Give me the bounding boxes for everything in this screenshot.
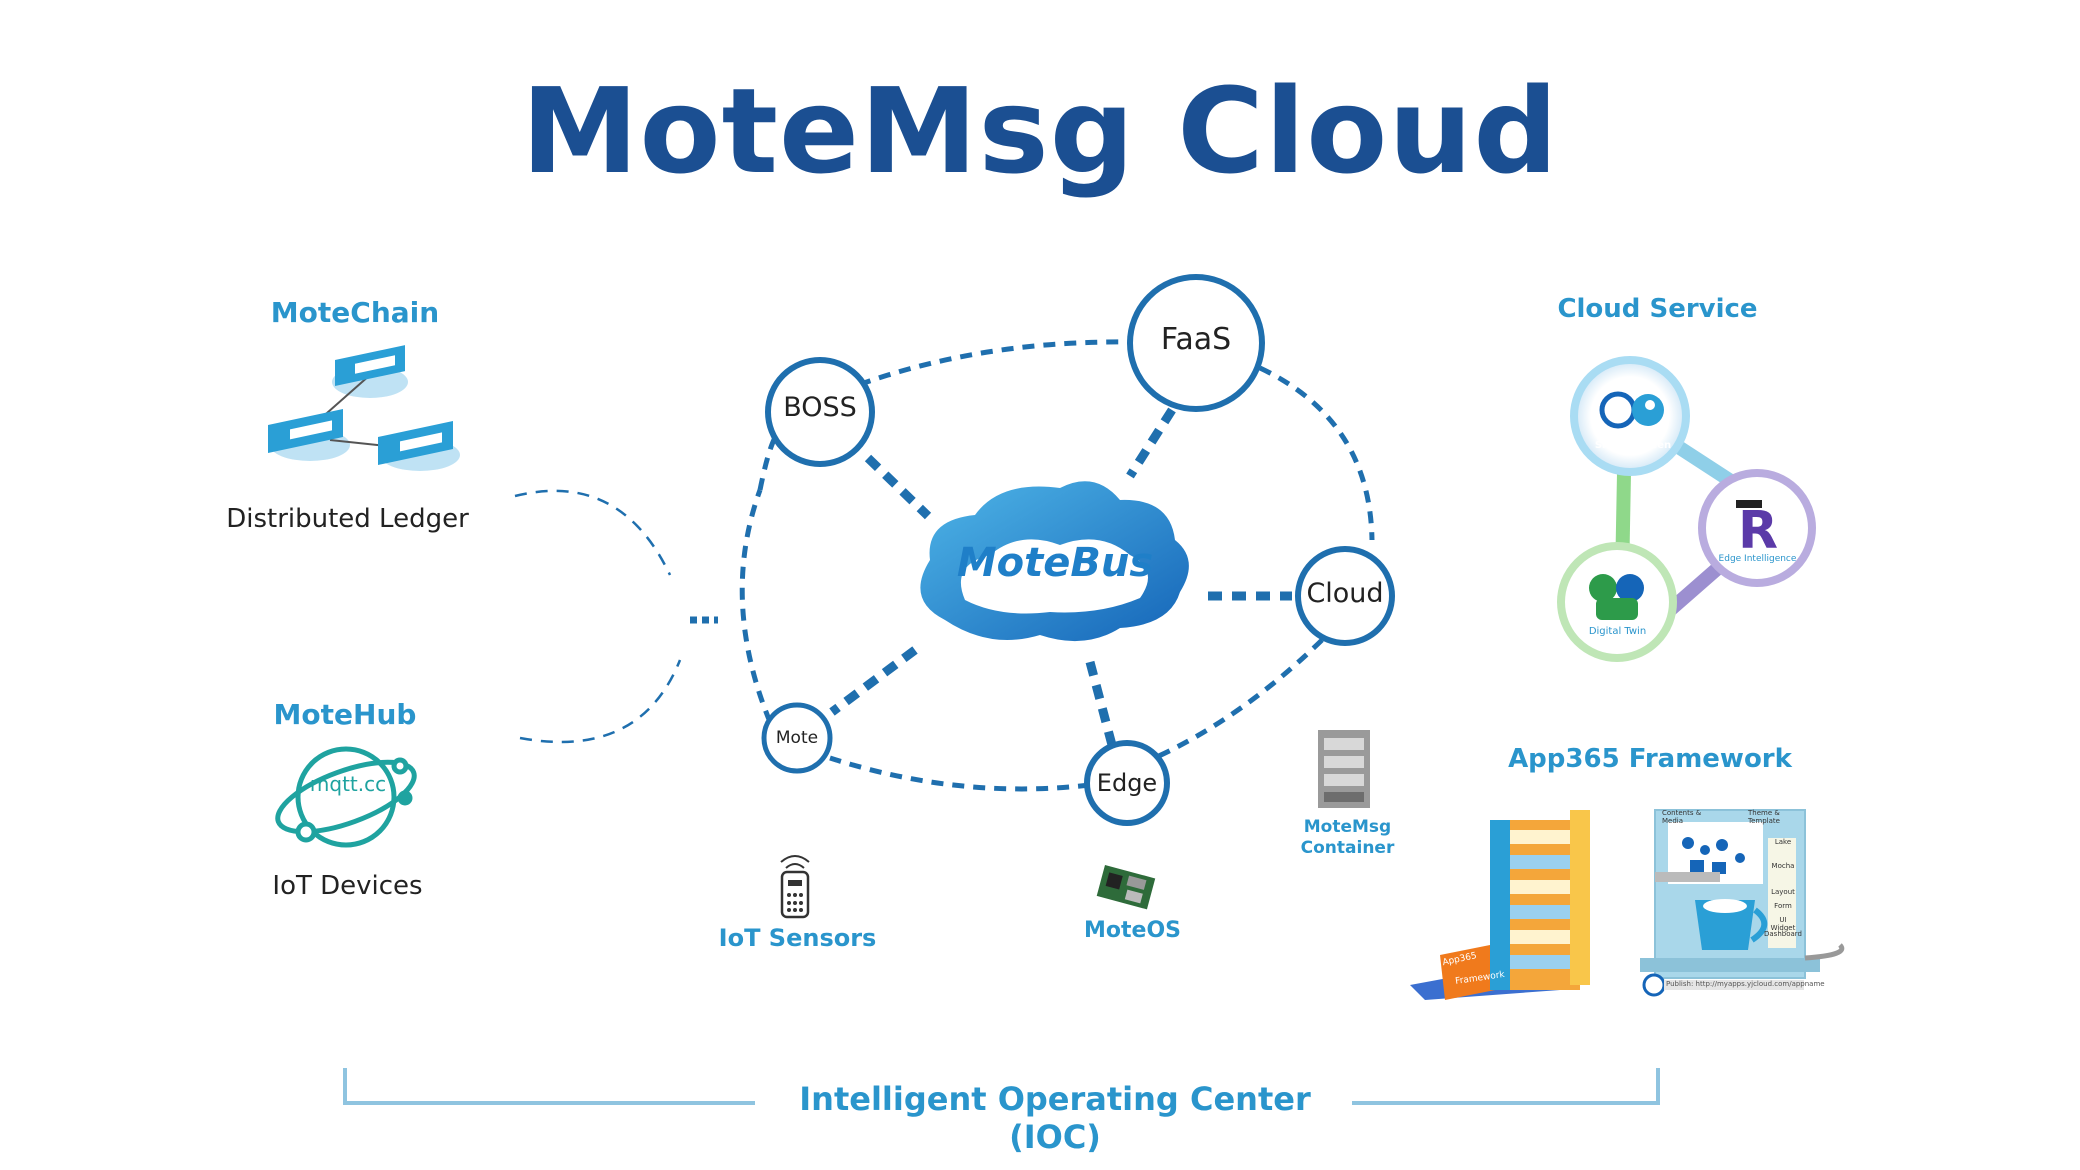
motehub-caption: IoT Devices — [272, 871, 423, 901]
page-title: MoteMsg Cloud — [521, 62, 1559, 200]
publish-text: Publish: http://myapps.yjcloud.com/appna… — [1666, 980, 1825, 988]
bus-ring — [739, 339, 1375, 792]
remote-icon — [780, 855, 810, 919]
app365-title: App365 Framework — [1508, 744, 1792, 774]
node-faas — [1127, 274, 1265, 412]
container-label: MoteMsg Container — [1285, 817, 1410, 859]
server-icon — [1318, 730, 1370, 808]
spokes — [829, 407, 1292, 747]
motechain-caption: Distributed Ledger — [226, 504, 469, 534]
machine-label-layout: Layout — [1771, 888, 1795, 896]
board-icon — [1096, 865, 1156, 910]
container-label-line2: Container — [1300, 838, 1395, 858]
node-cloud-label[interactable]: Cloud — [1306, 578, 1384, 609]
machine-label-dashboard: Dashboard — [1764, 930, 1802, 938]
motebus-cloud — [920, 481, 1189, 642]
machine-label-widget: UI Widget — [1770, 916, 1796, 932]
node-mote — [761, 702, 833, 774]
ioc-bracket — [343, 1068, 1660, 1105]
node-faas-label[interactable]: FaaS — [1160, 322, 1232, 357]
iot-sensors-label: IoT Sensors — [718, 924, 877, 952]
cloud-service-title: Cloud Service — [1557, 294, 1758, 324]
motebus-label: MoteBus — [956, 540, 1154, 586]
svg-text:R: R — [1738, 501, 1778, 561]
machine-label-mocha: Mocha — [1771, 862, 1795, 870]
machine-label-form: Form — [1774, 902, 1792, 910]
motechain-title: MoteChain — [270, 296, 440, 329]
node-mote-label[interactable]: Mote — [775, 728, 819, 748]
app365-tower-illustration — [1410, 810, 1590, 1000]
container-label-line1: MoteMsg — [1303, 817, 1392, 837]
digital-twin-label: Digital Twin — [1588, 626, 1647, 637]
node-edge-label[interactable]: Edge — [1096, 769, 1158, 797]
ioc-label: Intelligent Operating Center (IOC) — [799, 1080, 1311, 1156]
mqtt-logo-text: mqtt.cc — [309, 772, 387, 796]
machine-label-contents: Contents & Media — [1662, 809, 1702, 825]
node-boss — [765, 357, 875, 467]
smart-screen-label: Smart Screen — [1594, 440, 1672, 451]
machine-label-lake: Lake — [1774, 838, 1792, 846]
motehub-title: MoteHub — [273, 698, 417, 731]
cloud-service-graph: R — [1557, 356, 1816, 662]
machine-label-theme: Theme & Template — [1748, 809, 1780, 825]
ledger-illustration — [268, 345, 460, 471]
moteos-label: MoteOS — [1084, 918, 1181, 943]
app365-machine-illustration — [1640, 809, 1845, 997]
node-edge — [1084, 740, 1170, 826]
left-connector — [514, 489, 682, 744]
node-boss-label[interactable]: BOSS — [783, 392, 857, 423]
node-cloud — [1295, 546, 1395, 646]
edge-intelligence-label: Edge Intelligence — [1718, 554, 1797, 564]
mqtt-globe-icon — [275, 746, 417, 848]
